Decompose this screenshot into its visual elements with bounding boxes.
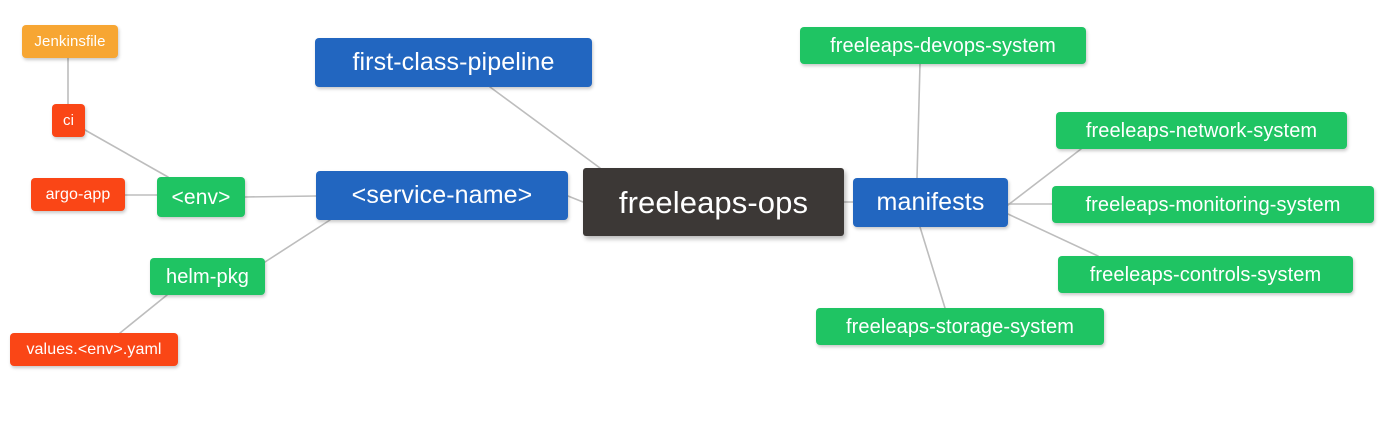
mindmap-node-freeleaps-network-system[interactable]: freeleaps-network-system — [1056, 112, 1347, 149]
edge-manifests-to-freeleaps-devops-system — [916, 63, 921, 179]
mindmap-node-freeleaps-ops[interactable]: freeleaps-ops — [583, 168, 844, 236]
node-label: <env> — [171, 185, 231, 209]
mindmap-node-values-env-yaml[interactable]: values.<env>.yaml — [10, 333, 178, 366]
mindmap-node-freeleaps-storage-system[interactable]: freeleaps-storage-system — [816, 308, 1104, 345]
mindmap-node-jenkinsfile[interactable]: Jenkinsfile — [22, 25, 118, 58]
node-label: helm-pkg — [165, 265, 250, 288]
node-label: <service-name> — [351, 181, 533, 209]
node-label: first-class-pipeline — [352, 48, 555, 76]
mindmap-node-first-class-pipeline[interactable]: first-class-pipeline — [315, 38, 592, 87]
node-label: values.<env>.yaml — [26, 340, 162, 358]
node-label: freeleaps-network-system — [1085, 119, 1318, 142]
node-label: manifests — [876, 188, 985, 216]
node-label: Jenkinsfile — [34, 33, 106, 50]
edge-freeleaps-ops-to-service-name — [567, 195, 584, 203]
edge-helm-pkg-to-values-env-yaml — [119, 294, 168, 334]
mindmap-node-helm-pkg[interactable]: helm-pkg — [150, 258, 265, 295]
mindmap-node-freeleaps-devops-system[interactable]: freeleaps-devops-system — [800, 27, 1086, 64]
node-label: freeleaps-monitoring-system — [1085, 193, 1341, 216]
mindmap-node-freeleaps-controls-system[interactable]: freeleaps-controls-system — [1058, 256, 1353, 293]
mindmap-node-argo-app[interactable]: argo-app — [31, 178, 125, 211]
edge-freeleaps-ops-to-first-class-pipeline — [489, 86, 601, 169]
node-label: freeleaps-controls-system — [1089, 263, 1322, 286]
mindmap-node-env[interactable]: <env> — [157, 177, 245, 217]
edge-env-to-ci — [84, 129, 169, 178]
node-label: freeleaps-devops-system — [830, 34, 1056, 57]
node-label: argo-app — [45, 185, 111, 203]
edge-service-name-to-helm-pkg — [264, 219, 331, 263]
edge-manifests-to-freeleaps-storage-system — [919, 226, 946, 309]
node-label: freeleaps-storage-system — [845, 315, 1075, 338]
mindmap-node-freeleaps-monitoring-system[interactable]: freeleaps-monitoring-system — [1052, 186, 1374, 223]
edge-service-name-to-env — [244, 195, 317, 198]
node-label: freeleaps-ops — [618, 184, 809, 220]
node-label: ci — [62, 112, 75, 129]
mindmap-node-service-name[interactable]: <service-name> — [316, 171, 568, 220]
mindmap-node-manifests[interactable]: manifests — [853, 178, 1008, 227]
mindmap-node-ci[interactable]: ci — [52, 104, 85, 137]
